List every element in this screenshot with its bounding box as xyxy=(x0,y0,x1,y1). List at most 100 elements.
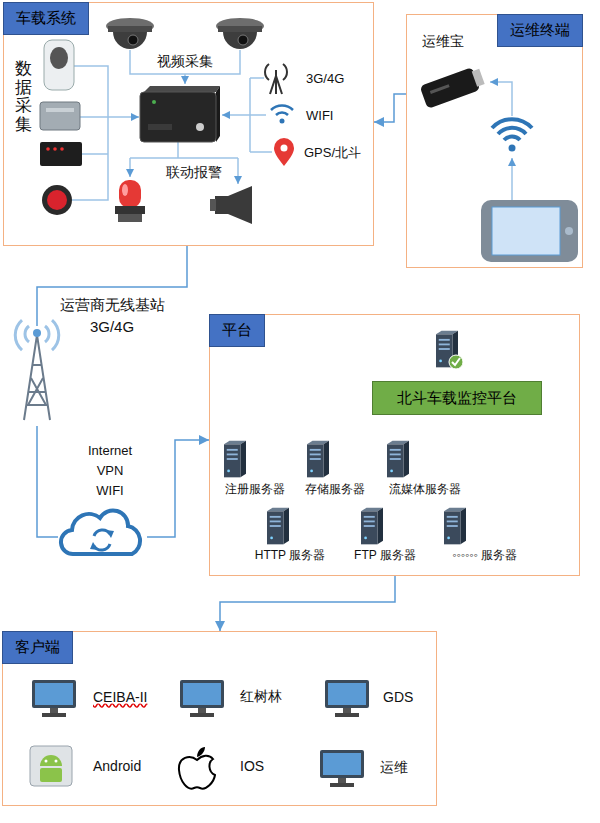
mobile-dvr xyxy=(196,123,204,131)
mobile-phone xyxy=(492,207,560,255)
internet-cloud xyxy=(61,510,140,554)
signal-wire xyxy=(490,82,512,200)
base-station-tower xyxy=(15,320,59,420)
base-station-tower xyxy=(26,365,48,405)
region-heading: 平台 xyxy=(209,314,265,347)
text-label: 运维宝 xyxy=(422,33,464,51)
server-icon xyxy=(307,441,329,478)
base-station-tower xyxy=(52,320,59,350)
base-station-tower xyxy=(45,326,49,342)
gps-pin xyxy=(274,138,294,166)
sensor-box xyxy=(40,102,80,130)
mobile-dvr xyxy=(216,86,220,142)
cellular-antenna xyxy=(283,64,287,80)
android-icon xyxy=(30,746,72,786)
android-icon xyxy=(40,755,62,766)
check-badge xyxy=(452,358,460,365)
mobile-dvr xyxy=(140,92,216,142)
signal-wire xyxy=(129,158,131,177)
maintenance-dongle xyxy=(430,84,450,94)
signal-wire xyxy=(490,82,512,116)
platform-box: 北斗车载监控平台 xyxy=(372,381,542,415)
region-box: 车载系统 xyxy=(3,2,374,246)
io-module xyxy=(40,142,82,166)
server-icon xyxy=(361,508,383,545)
base-station-tower xyxy=(15,320,22,350)
signal-wire xyxy=(82,153,108,155)
text-label: CEIBA-II xyxy=(93,689,147,705)
android-icon xyxy=(40,768,62,782)
base-station-tower xyxy=(24,335,50,420)
signal-wire xyxy=(511,158,513,200)
maintenance-dongle xyxy=(420,65,486,109)
maintenance-dongle xyxy=(420,67,481,109)
text-label: FTP 服务器 xyxy=(354,547,416,564)
server-icon xyxy=(267,508,289,545)
server-icon xyxy=(387,441,409,478)
android-icon xyxy=(30,746,72,786)
dome-camera xyxy=(113,32,147,49)
wifi-icon xyxy=(492,119,532,128)
server-icon xyxy=(224,441,246,478)
cellular-antenna xyxy=(270,76,282,94)
text-label: HTTP 服务器 xyxy=(255,547,325,564)
alarm-horn xyxy=(215,186,252,224)
wifi-icon xyxy=(492,119,532,151)
text-label: 运维 xyxy=(380,759,408,777)
warning-light xyxy=(122,184,128,196)
internet-cloud xyxy=(106,530,114,538)
text-label: WIFI xyxy=(306,108,333,123)
platform-label: 北斗车载监控平台 xyxy=(397,389,517,408)
wifi-icon xyxy=(271,105,293,110)
signal-wire xyxy=(72,50,272,200)
base-station-tower xyxy=(33,329,41,337)
apple-icon xyxy=(197,747,205,757)
warning-light xyxy=(115,180,145,222)
text-label: GDS xyxy=(383,689,413,705)
cellular-antenna xyxy=(265,64,287,94)
base-station-tower xyxy=(25,326,29,342)
android-icon xyxy=(45,760,48,763)
io-module xyxy=(46,147,50,151)
mobile-dvr xyxy=(140,86,220,142)
signal-wire xyxy=(184,74,186,84)
monitor-icon xyxy=(325,680,369,717)
wifi-icon xyxy=(280,119,285,124)
monitor-icon xyxy=(320,750,364,787)
text-label: 存储服务器 xyxy=(305,481,365,498)
mobile-phone xyxy=(481,200,578,262)
mobile-dvr xyxy=(152,100,156,104)
warning-light xyxy=(119,180,141,208)
base-station-tower xyxy=(28,378,46,405)
warning-light xyxy=(118,214,142,222)
android-icon xyxy=(55,760,58,763)
emergency-button xyxy=(47,190,67,210)
alarm-horn xyxy=(210,186,252,224)
dome-camera xyxy=(106,18,154,34)
pir-sensor xyxy=(44,40,74,90)
text-label: GPS/北斗 xyxy=(304,144,361,162)
dome-camera xyxy=(106,18,154,49)
pir-sensor xyxy=(50,47,68,69)
warning-light xyxy=(115,206,145,214)
signal-wire xyxy=(72,66,108,200)
wifi-icon xyxy=(271,105,293,123)
apple-icon xyxy=(179,747,215,789)
signal-wire xyxy=(130,157,238,159)
vertical-label: 数据采集 xyxy=(15,60,32,135)
sensor-box xyxy=(46,108,74,112)
wifi-icon xyxy=(509,145,516,152)
region-heading: 客户端 xyxy=(2,631,73,664)
dome-camera xyxy=(216,18,264,34)
text-label: 红树林 xyxy=(240,688,282,706)
dome-camera xyxy=(218,26,262,32)
monitor-icon xyxy=(180,680,224,717)
flow-arrow xyxy=(374,94,406,122)
text-label: 联动报警 xyxy=(166,164,222,182)
io-module xyxy=(40,142,82,166)
pir-sensor xyxy=(44,40,74,90)
text-label: 注册服务器 xyxy=(225,481,285,498)
text-label: ◦◦◦◦◦◦ 服务器 xyxy=(453,547,518,564)
signal-wire xyxy=(80,116,139,118)
